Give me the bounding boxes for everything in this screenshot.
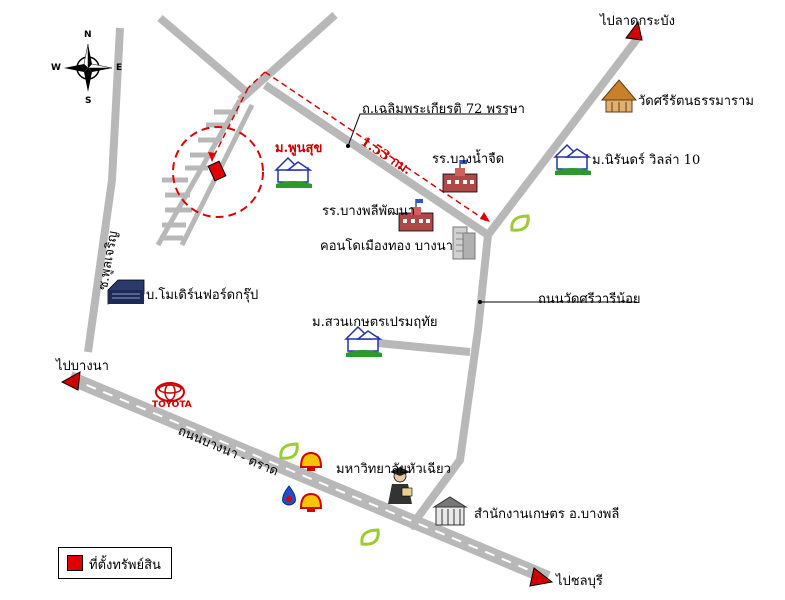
shell-logo-icon [299, 451, 323, 471]
factory-icon [107, 279, 145, 305]
gas-station-leaf-icon [360, 528, 380, 546]
property-marker [207, 160, 227, 182]
arrow-bangna-icon [60, 371, 81, 391]
place-nirin-villa: ม.นิรันดร์ วิลล่า 10 [592, 153, 701, 168]
toyota-logo [155, 382, 185, 402]
compass-s: S [85, 96, 92, 106]
soi-ladder [155, 98, 255, 247]
legend: ที่ตั้งทรัพย์สิน [58, 547, 172, 579]
road-wat-si-waree [406, 234, 492, 531]
property-circle [172, 126, 264, 218]
road-bangna-trat [67, 371, 551, 585]
road-upper-left [84, 27, 124, 353]
route-arrow-down [208, 152, 216, 162]
route-dashed [211, 71, 489, 223]
university-icon [388, 467, 413, 504]
direction-bangna: ไปบางนา [56, 359, 109, 374]
place-university: มหาวิทยาลัยหัวเฉียว [336, 462, 451, 477]
arrow-chonburi-icon [529, 567, 554, 587]
place-school-bang-namchued: รร.บางน้ำจืด [432, 152, 505, 167]
toyota-text: TOYOTA [152, 400, 192, 410]
arrow-lat-krabang-icon [625, 20, 643, 41]
place-village-poonsuk: ม.พูนสุข [275, 141, 323, 156]
label-leaders [347, 113, 637, 303]
road-phulcharoen [157, 14, 253, 99]
direction-lat-krabang: ไปลาดกระบัง [600, 14, 675, 29]
place-village-suan-kaset: ม.สวนเกษตรเปรมฤทัย [312, 315, 438, 330]
school-icon [442, 160, 478, 193]
place-agri-office: สำนักงานเกษตร อ.บางพลี [474, 507, 620, 522]
school-icon [398, 199, 434, 232]
compass-e: E [116, 63, 123, 73]
village-icon [553, 143, 592, 175]
gas-station-leaf-icon [510, 214, 530, 232]
condo-icon [452, 226, 476, 260]
road-label-wat-si-waree: ถนนวัดศรีวารีน้อย [538, 292, 641, 307]
legend-swatch [67, 555, 83, 571]
compass-rose-icon [64, 43, 113, 92]
road-to-lat-krabang [484, 32, 644, 238]
legend-label: ที่ตั้งทรัพย์สิน [89, 558, 161, 573]
temple-icon [600, 79, 638, 113]
ptt-logo-icon [282, 485, 296, 506]
direction-chonburi: ไปชลบุรี [556, 574, 603, 589]
road-network [84, 12, 644, 531]
place-wat: วัดศรีรัตนธรรมาราม [638, 94, 754, 109]
place-school-bang-phli: รร.บางพลีพัฒนา [322, 204, 416, 219]
village-icon [344, 325, 383, 357]
gas-station-leaf-icon [279, 442, 299, 460]
road-suan-kaset [377, 339, 471, 356]
shell-logo-icon [299, 492, 323, 512]
road-label-chalerm-phrakiat: ถ.เฉลิมพระเกียรติ 72 พรรษา [362, 102, 525, 117]
compass-w: W [51, 63, 61, 73]
compass-n: N [84, 30, 92, 40]
place-condo: คอนโดเมืองทอง บางนา [320, 239, 453, 254]
place-factory: บ.โมเดิร์นฟอร์ดกรุ๊ป [146, 288, 259, 303]
village-icon [274, 156, 313, 188]
road-top-diagonal [237, 12, 338, 103]
government-office-icon [432, 496, 468, 526]
road-chalerm-phrakiat [262, 81, 491, 239]
route-arrow-right [480, 212, 490, 222]
